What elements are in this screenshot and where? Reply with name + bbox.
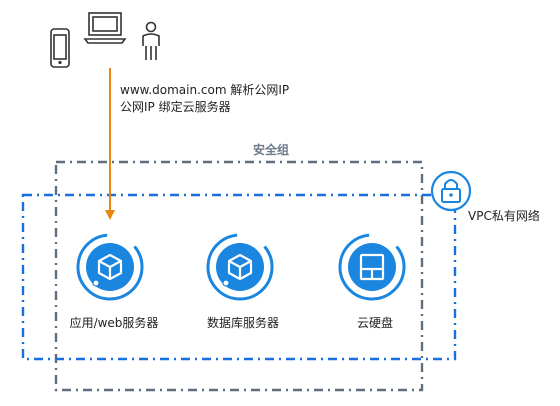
security-group-label: 安全组: [253, 142, 289, 157]
annotation-line1: www.domain.com 解析公网IP: [120, 83, 289, 97]
annotation-line2: 公网IP 绑定云服务器: [120, 99, 231, 114]
node-label-app-server: 应用/web服务器: [70, 315, 159, 330]
app-server-node: [76, 233, 144, 301]
security-group-frame: [54, 160, 424, 392]
user-icon: [142, 21, 160, 60]
server-cube-icon: [97, 253, 123, 281]
cloud-disk-node: [338, 233, 406, 301]
disk-icon: [359, 253, 385, 281]
node-label-cloud-disk: 云硬盘: [357, 315, 393, 330]
traffic-arrow: [105, 68, 115, 220]
db-server-node: [206, 233, 274, 301]
database-cube-icon: [227, 253, 253, 281]
laptop-icon: [83, 12, 127, 44]
vpc-frame: [21, 193, 457, 361]
lock-icon: [430, 170, 472, 212]
phone-icon: [50, 28, 70, 68]
node-label-db-server: 数据库服务器: [207, 315, 279, 330]
vpc-label: VPC私有网络: [468, 208, 540, 223]
